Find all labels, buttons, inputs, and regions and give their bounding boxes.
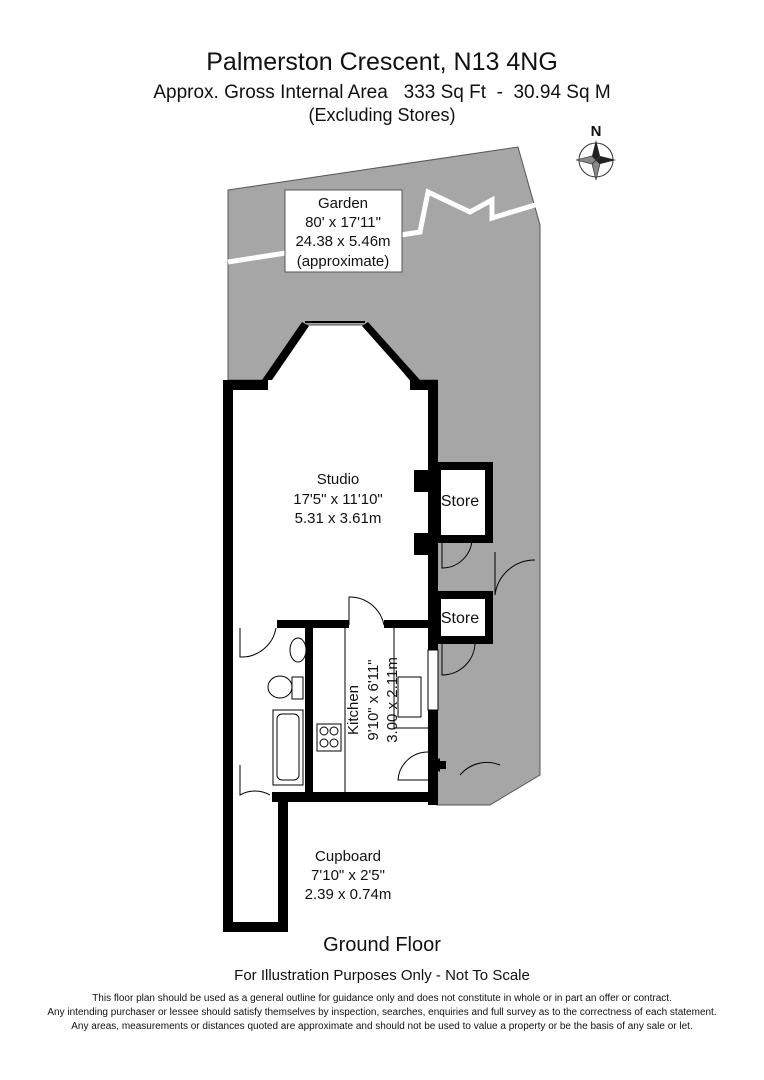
- store-2-door[interactable]: [441, 639, 476, 676]
- area-note: (Excluding Stores): [308, 105, 455, 125]
- area-summary: Approx. Gross Internal Area 333 Sq Ft - …: [153, 82, 610, 103]
- entrance-door[interactable]: [397, 751, 429, 781]
- kitchen-metric: 3.00 x 2.11m: [384, 657, 401, 743]
- cupboard-imperial: 7'10" x 2'5": [311, 867, 385, 884]
- entrance-arrow-icon: [428, 758, 440, 772]
- store-1: Store: [433, 462, 493, 569]
- disclaimer-line: Any intending purchaser or lessee should…: [47, 1007, 716, 1018]
- cupboard-name: Cupboard: [315, 848, 381, 865]
- kitchen-name: Kitchen: [345, 685, 362, 735]
- studio-imperial: 17'5" x 11'10": [293, 491, 383, 508]
- studio-metric: 5.31 x 3.61m: [295, 510, 382, 527]
- disclaimer-line: This floor plan should be used as a gene…: [92, 993, 672, 1004]
- store-1-label: Store: [441, 493, 479, 510]
- store-2-label: Store: [441, 610, 479, 627]
- garden-note: (approximate): [297, 253, 390, 270]
- store-1-door[interactable]: [441, 538, 473, 569]
- north-compass-icon: N: [575, 123, 616, 181]
- plan-title: Palmerston Crescent, N13 4NG: [206, 48, 558, 76]
- disclaimer-line: Any areas, measurements or distances quo…: [71, 1021, 692, 1032]
- north-label: N: [591, 123, 602, 140]
- kitchen-door[interactable]: [348, 596, 385, 626]
- garden-gate-2[interactable]: [459, 761, 501, 776]
- floor-label: Ground Floor: [323, 934, 441, 956]
- basin-icon: [289, 637, 307, 663]
- store-2: Store: [433, 591, 493, 676]
- sink-icon: [397, 676, 422, 718]
- garden-gate[interactable]: [494, 552, 536, 596]
- studio-name: Studio: [317, 471, 360, 488]
- bathroom-fixtures: [267, 637, 307, 786]
- garden-imperial: 80' x 17'11": [305, 214, 381, 231]
- bathroom-door[interactable]: [239, 627, 277, 658]
- toilet-icon: [267, 675, 293, 699]
- cupboard-door[interactable]: [239, 765, 271, 796]
- garden-metric: 24.38 x 5.46m: [295, 233, 390, 250]
- garden-label-box: [284, 189, 403, 273]
- kitchen-imperial: 9'10" x 6'11": [365, 659, 382, 740]
- hob-icon: [316, 723, 342, 752]
- scale-note: For Illustration Purposes Only - Not To …: [234, 967, 530, 984]
- kitchen-window: [427, 649, 439, 711]
- garden-name: Garden: [318, 195, 368, 212]
- cupboard-metric: 2.39 x 0.74m: [305, 886, 392, 903]
- kitchen-fixtures: [316, 628, 428, 792]
